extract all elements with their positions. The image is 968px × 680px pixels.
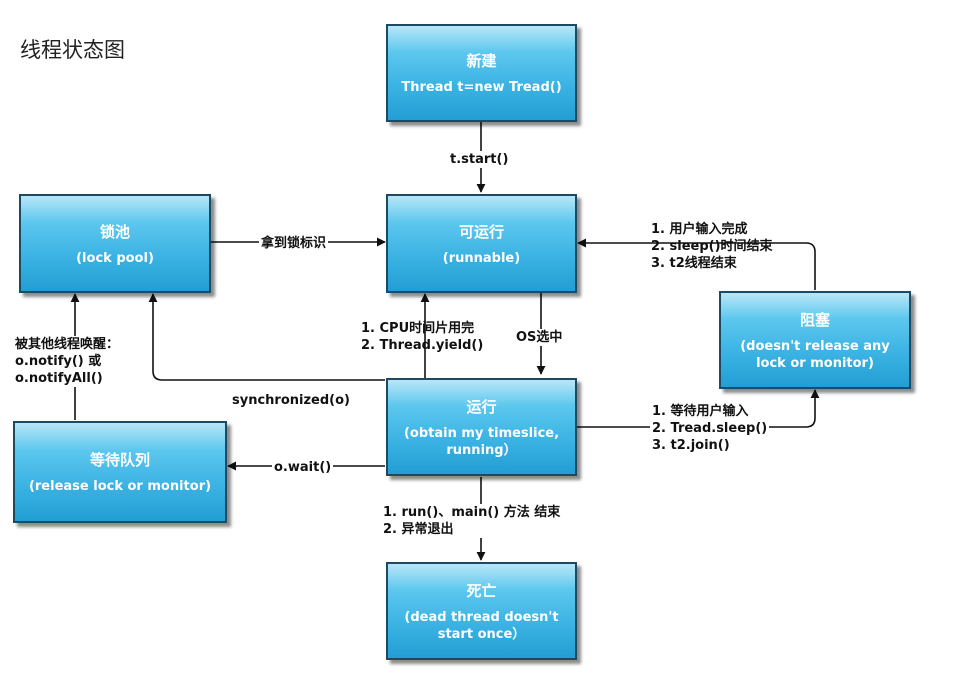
- label-block-line-3: 3. t2.join(): [652, 438, 730, 453]
- label-block: 1. 等待用户输入 2. Tread.sleep() 3. t2.join(): [650, 403, 770, 454]
- node-running: 运行 (obtain my timeslice, running）: [386, 378, 577, 476]
- node-running-title: 运行: [466, 397, 497, 416]
- node-runnable-subtitle: (runnable): [442, 250, 521, 266]
- edge-running-to-lockpool: [148, 293, 385, 381]
- label-notify: 被其他线程唤醒： o.notify() 或 o.notifyAll(): [13, 336, 122, 387]
- label-notify-line-2: o.notify() 或: [15, 354, 102, 369]
- node-runnable-title: 可运行: [458, 222, 504, 241]
- node-new-subtitle: Thread t=new Tread(): [401, 80, 562, 95]
- node-new: 新建 Thread t=new Tread(): [386, 24, 577, 122]
- label-unblock: 1. 用户输入完成 2. sleep()时间结束 3. t2线程结束: [651, 221, 773, 272]
- label-get-lock: 拿到锁标识: [259, 235, 329, 252]
- label-unblock-line-3: 3. t2线程结束: [651, 256, 737, 271]
- node-blocked-title: 阻塞: [799, 310, 830, 329]
- node-new-title: 新建: [466, 52, 497, 70]
- label-block-line-1: 1. 等待用户输入: [652, 404, 749, 419]
- node-dead: 死亡 (dead thread doesn't start once）: [386, 562, 577, 660]
- node-dead-subtitle: (dead thread doesn't start once）: [404, 609, 559, 642]
- label-notify-line-1: 被其他线程唤醒：: [15, 337, 120, 352]
- node-dead-title: 死亡: [466, 581, 497, 600]
- node-blocked: 阻塞 (doesn't release any lock or monitor): [719, 291, 911, 389]
- label-notify-line-3: o.notifyAll(): [15, 371, 103, 386]
- label-yield-line-1: 1. CPU时间片用完: [361, 321, 475, 336]
- label-start: t.start(): [448, 151, 511, 168]
- label-finish: 1. run()、main() 方法 结束 2. 异常退出: [381, 504, 563, 538]
- node-wait-queue-title: 等待队列: [89, 451, 150, 469]
- node-lock-pool: 锁池 (lock pool): [19, 194, 211, 293]
- node-blocked-subtitle: (doesn't release any lock or monitor): [740, 338, 890, 371]
- label-yield-line-2: 2. Thread.yield(): [361, 338, 484, 353]
- node-wait-queue: 等待队列 (release lock or monitor): [13, 421, 227, 523]
- edge-running-to-blocked: [577, 389, 820, 428]
- label-finish-line-2: 2. 异常退出: [383, 522, 454, 537]
- diagram-title: 线程状态图: [20, 38, 125, 62]
- label-unblock-line-1: 1. 用户输入完成: [651, 222, 748, 237]
- label-os-select: OS选中: [514, 329, 565, 346]
- label-yield: 1. CPU时间片用完 2. Thread.yield(): [361, 320, 483, 354]
- label-synchronized: synchronized(o): [232, 393, 350, 408]
- node-runnable: 可运行 (runnable): [386, 194, 577, 293]
- label-wait: o.wait(): [272, 459, 334, 476]
- node-lock-pool-title: 锁池: [99, 222, 130, 241]
- label-block-line-2: 2. Tread.sleep(): [652, 421, 768, 436]
- label-finish-line-1: 1. run()、main() 方法 结束: [383, 505, 561, 520]
- node-wait-queue-subtitle: (release lock or monitor): [28, 479, 212, 494]
- edge-blocked-to-runnable: [577, 238, 816, 290]
- label-unblock-line-2: 2. sleep()时间结束: [651, 239, 773, 254]
- node-running-subtitle: (obtain my timeslice, running）: [403, 425, 560, 458]
- node-lock-pool-subtitle: (lock pool): [76, 250, 154, 266]
